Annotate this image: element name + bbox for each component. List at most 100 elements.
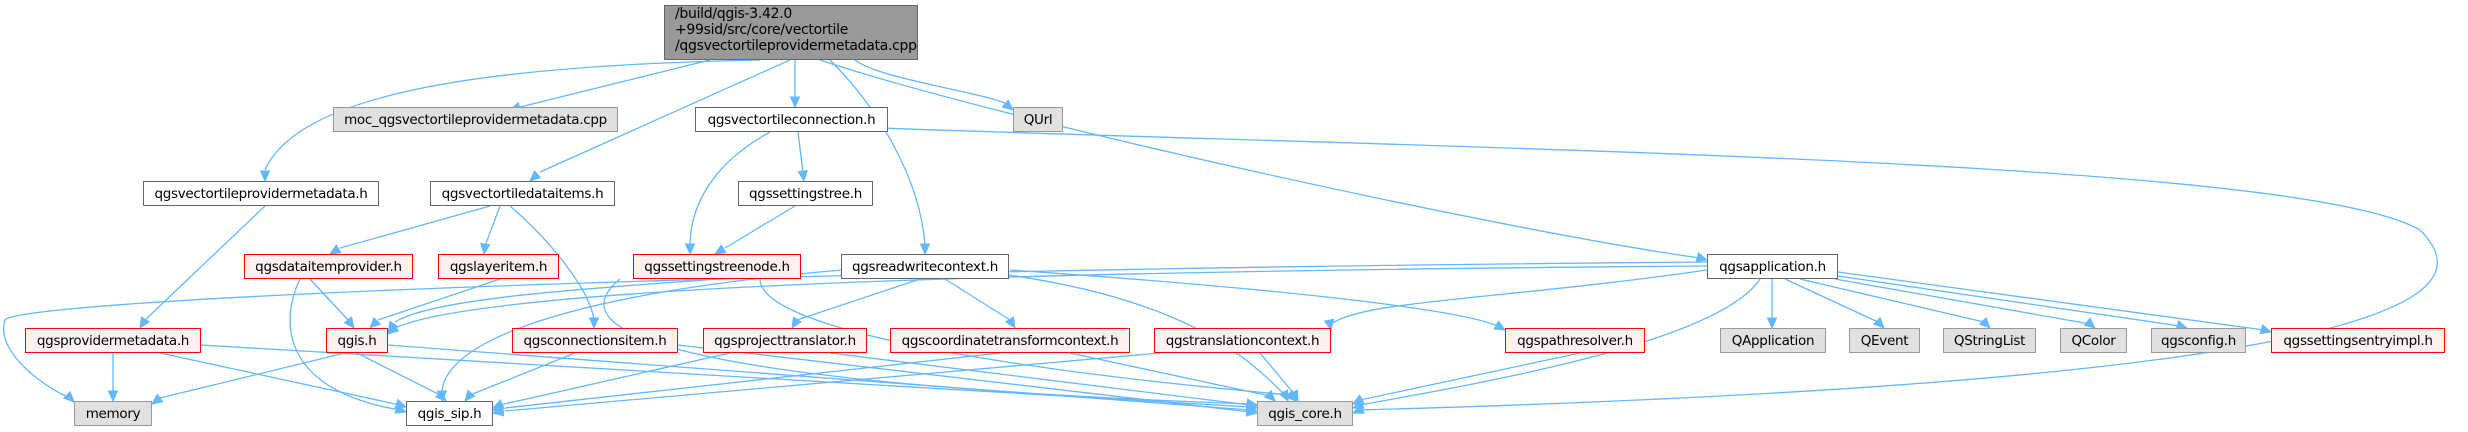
node-readwritecontext[interactable]: qgsreadwritecontext.h — [841, 254, 1009, 279]
include-edge — [854, 59, 1008, 106]
node-label: qgis_core.h — [1268, 405, 1342, 422]
include-edge — [394, 265, 1708, 329]
node-qapplication[interactable]: QApplication — [1720, 328, 1826, 353]
include-edge — [504, 352, 1001, 409]
include-edge — [879, 127, 2438, 411]
arrowhead-icon — [1323, 318, 1335, 332]
node-memory[interactable]: memory — [74, 401, 152, 426]
include-edge — [1008, 274, 1286, 396]
node-label: memory — [85, 405, 141, 422]
arrowhead-icon — [491, 406, 505, 417]
include-edge — [264, 59, 761, 171]
node-label: qgsconfig.h — [2160, 332, 2237, 349]
arrowhead-icon — [797, 169, 808, 183]
include-edge — [1359, 278, 1761, 406]
node-label: qgstranslationcontext.h — [1165, 332, 1320, 349]
arrowhead-icon — [62, 390, 75, 403]
include-edge — [469, 352, 576, 396]
include-edge — [499, 352, 731, 406]
node-label: QApplication — [1731, 332, 1815, 349]
arrowhead-icon — [259, 170, 271, 183]
arrowhead-icon — [2083, 317, 2096, 329]
node-qcolor[interactable]: QColor — [2060, 328, 2127, 353]
node-label: qgssettingstreenode.h — [644, 258, 790, 275]
node-layeritem[interactable]: qgslayeritem.h — [438, 254, 559, 279]
include-edge — [159, 352, 401, 406]
node-label: qgsvectortileprovidermetadata.h — [154, 185, 368, 202]
node-label: qgsconnectionsitem.h — [523, 332, 667, 349]
node-vectortileconnection[interactable]: qgsvectortileconnection.h — [695, 107, 888, 132]
arrowhead-icon — [1766, 317, 1778, 330]
node-label: qgssettingsentryimpl.h — [2283, 332, 2433, 349]
include-edge — [159, 352, 346, 399]
arrowhead-icon — [529, 170, 542, 182]
node-settingstreenode[interactable]: qgssettingstreenode.h — [633, 254, 801, 279]
arrowhead-icon — [1872, 316, 1885, 329]
node-moc-file[interactable]: moc_qgsvectortileprovidermetadata.cpp — [333, 107, 618, 132]
include-edge — [689, 131, 771, 247]
node-qgis-h[interactable]: qgis.h — [326, 328, 388, 353]
node-vectortiledataitems[interactable]: qgsvectortiledataitems.h — [430, 181, 615, 206]
include-edge — [387, 344, 1251, 411]
node-settingsentryimpl[interactable]: qgssettingsentryimpl.h — [2271, 328, 2445, 353]
node-projecttranslator[interactable]: qgsprojecttranslator.h — [703, 328, 867, 353]
include-edge — [539, 59, 791, 173]
root-node-source-file[interactable]: /build/qgis-3.42.0 +99sid/src/core/vecto… — [664, 5, 918, 60]
node-qgsconfig[interactable]: qgsconfig.h — [2151, 328, 2246, 353]
arrowhead-icon — [369, 316, 382, 329]
node-connectionsitem[interactable]: qgsconnectionsitem.h — [512, 328, 678, 353]
node-coordinatetransformcontext[interactable]: qgscoordinatetransformcontext.h — [890, 328, 1130, 353]
node-label: qgsdataitemprovider.h — [255, 258, 402, 275]
node-pathresolver[interactable]: qgspathresolver.h — [1505, 328, 1645, 353]
include-edge — [677, 344, 1251, 413]
node-qgis-core[interactable]: qgis_core.h — [1257, 401, 1353, 426]
include-edge — [796, 278, 921, 321]
node-label: qgsprojecttranslator.h — [714, 332, 856, 349]
include-edge — [829, 352, 1251, 406]
node-translationcontext[interactable]: qgstranslationcontext.h — [1154, 328, 1331, 353]
node-label: qgsvectortileconnection.h — [707, 111, 876, 128]
arrowhead-icon — [151, 393, 164, 405]
include-edge — [484, 205, 501, 247]
arrowhead-icon — [480, 242, 491, 256]
node-label: qgscoordinatetransformcontext.h — [901, 332, 1119, 349]
include-edge — [519, 59, 711, 108]
include-edge — [509, 205, 595, 321]
node-label: qgspathresolver.h — [1517, 332, 1633, 349]
root-path-line-2: +99sid/src/core/vectortile — [675, 22, 849, 38]
node-label: QColor — [2071, 332, 2116, 349]
arrowhead-icon — [436, 390, 448, 403]
include-edge — [1009, 269, 1499, 327]
node-qevent[interactable]: QEvent — [1849, 328, 1920, 353]
node-label: QUrl — [1023, 111, 1053, 128]
arrowhead-icon — [139, 316, 151, 330]
arrowhead-icon — [328, 244, 342, 255]
include-edge — [1834, 278, 2091, 325]
arrowhead-icon — [684, 243, 696, 256]
node-label: qgssettingstree.h — [749, 185, 862, 202]
arrowhead-icon — [1695, 252, 1709, 263]
node-label: qgsapplication.h — [1719, 258, 1826, 275]
node-qstringlist[interactable]: QStringList — [1943, 328, 2036, 353]
include-edge — [289, 278, 401, 411]
include-edge — [1069, 352, 1271, 397]
node-qurl[interactable]: QUrl — [1013, 107, 1063, 132]
node-qgsapplication[interactable]: qgsapplication.h — [1707, 254, 1838, 279]
include-edge — [1837, 271, 2265, 331]
node-label: qgsreadwritecontext.h — [852, 258, 998, 275]
arrowhead-icon — [713, 244, 727, 255]
node-dataitemprovider[interactable]: qgsdataitemprovider.h — [244, 254, 413, 279]
node-label: QEvent — [1860, 332, 1909, 349]
include-edge — [1329, 269, 1708, 326]
node-label: qgis_sip.h — [417, 405, 482, 422]
arrowhead-icon — [1284, 389, 1297, 402]
node-providermetadata[interactable]: qgsprovidermetadata.h — [25, 328, 201, 353]
include-edge — [829, 59, 926, 246]
arrowhead-icon — [387, 323, 400, 335]
node-vectortileprovidermetadata[interactable]: qgsvectortileprovidermetadata.h — [143, 181, 379, 206]
node-settingstree[interactable]: qgssettingstree.h — [738, 181, 873, 206]
node-label: qgsvectortiledataitems.h — [441, 185, 604, 202]
include-edge — [394, 278, 721, 323]
node-qgis-sip[interactable]: qgis_sip.h — [406, 401, 493, 426]
